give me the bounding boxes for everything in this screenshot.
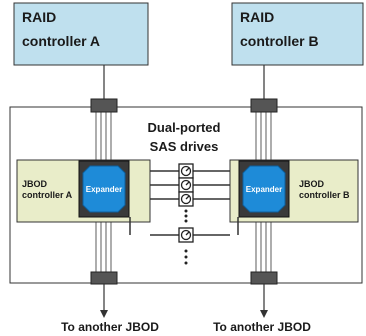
connector-top-b [250,98,278,113]
ellipsis-dots-upper [184,209,188,223]
drives-label-line1: Dual-ported [148,120,221,135]
arrow-head-right [260,310,268,318]
sas-drive-icon [178,177,194,193]
sas-drive-icon [178,191,194,207]
expander-chip-b: Expander [238,160,290,218]
jbod-controller-b-line1: JBOD [299,179,325,189]
sas-drive-icon [178,163,194,179]
raid-controller-b-line1: RAID [240,9,274,25]
ellipsis-dots-lower [184,249,188,265]
expander-b-label: Expander [246,185,282,194]
raid-controller-b-line2: controller B [240,33,319,49]
raid-controller-b-box [231,2,364,66]
to-another-jbod-right: To another JBOD [213,320,311,334]
raid-controller-a-line2: controller A [22,33,100,49]
sas-drive-icon [178,227,194,243]
arrow-head-left [100,310,108,318]
to-another-jbod-left: To another JBOD [61,320,159,334]
connector-top-a [90,98,118,113]
connector-bottom-b [250,271,278,285]
jbod-controller-a-line1: JBOD [22,179,48,189]
drives-label-line2: SAS drives [150,139,219,154]
expander-a-label: Expander [86,185,122,194]
jbod-controller-a-line2: controller A [22,190,73,200]
jbod-controller-b-line2: controller B [299,190,350,200]
raid-controller-a-box [13,2,149,66]
expander-chip-a: Expander [78,160,130,218]
connector-bottom-a [90,271,118,285]
raid-controller-a-line1: RAID [22,9,56,25]
